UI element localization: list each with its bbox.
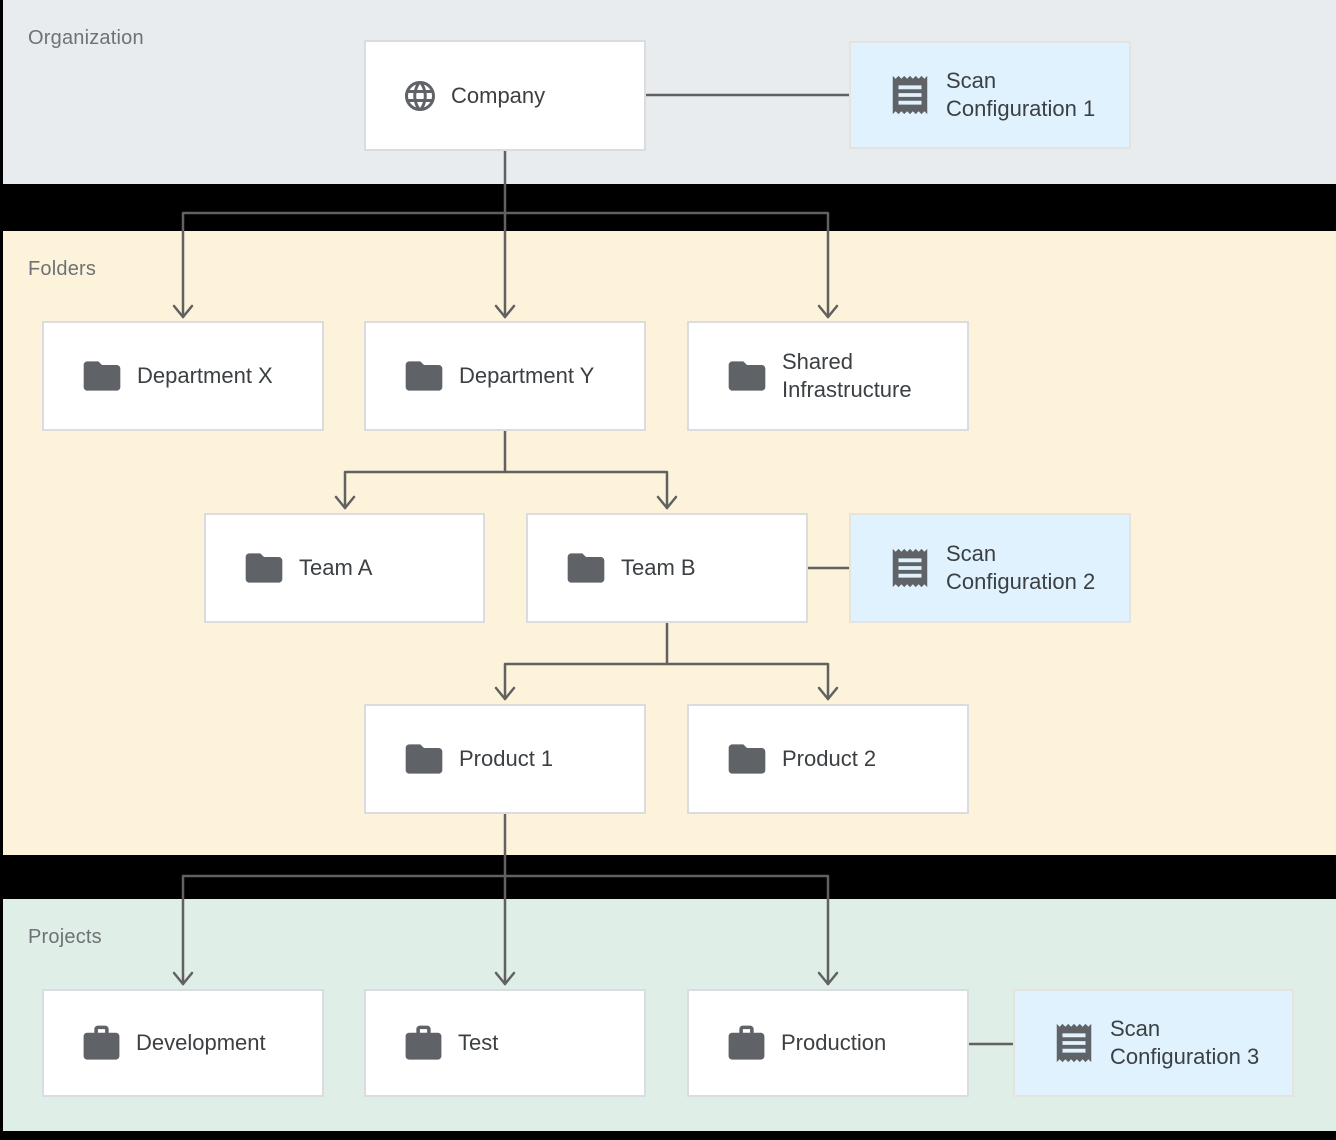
node-scan-configuration-1: Scan Configuration 1 [849,41,1131,149]
node-department-x: Department X [42,321,324,431]
node-company-label: Company [451,82,546,108]
briefcase-icon [725,1022,768,1065]
globe-icon [402,78,438,114]
node-shared-infrastructure: Shared Infrastructure [687,321,969,431]
folder-icon [402,737,446,781]
folder-icon [564,546,608,590]
node-scan-configuration-3-label: Scan Configuration 3 [1110,1016,1260,1069]
folder-icon [242,546,286,590]
node-department-y-label: Department Y [459,363,595,388]
node-test: Test [364,989,646,1097]
node-product-2-label: Product 2 [782,746,877,771]
section-projects-label: Projects [28,926,102,948]
folder-icon [402,354,446,398]
node-product-1: Product 1 [364,704,646,814]
receipt-icon [887,545,933,591]
node-department-x-label: Department X [137,363,273,388]
section-folders-label: Folders [28,258,97,280]
receipt-icon [1051,1020,1097,1066]
node-team-b: Team B [526,513,808,623]
section-organization-label: Organization [28,27,144,49]
node-team-a: Team A [204,513,485,623]
node-department-y: Department Y [364,321,646,431]
node-product-2: Product 2 [687,704,969,814]
folder-icon [80,354,124,398]
node-development: Development [42,989,324,1097]
briefcase-icon [402,1022,445,1065]
node-scan-configuration-2: Scan Configuration 2 [849,513,1131,623]
node-team-b-label: Team B [621,555,696,580]
folder-icon [725,737,769,781]
node-production-label: Production [781,1030,887,1055]
node-test-label: Test [458,1030,499,1055]
node-company: Company [364,40,646,151]
node-scan-configuration-3: Scan Configuration 3 [1013,989,1294,1097]
section-organization: Organization [3,0,1336,184]
node-team-a-label: Team A [299,555,373,580]
node-product-1-label: Product 1 [459,746,554,771]
node-shared-infrastructure-label: Shared Infrastructure [782,349,912,402]
briefcase-icon [80,1022,123,1065]
folder-icon [725,354,769,398]
receipt-icon [887,72,933,118]
node-production: Production [687,989,969,1097]
node-scan-configuration-2-label: Scan Configuration 2 [946,541,1096,594]
node-scan-configuration-1-label: Scan Configuration 1 [946,68,1096,121]
node-development-label: Development [136,1030,266,1055]
